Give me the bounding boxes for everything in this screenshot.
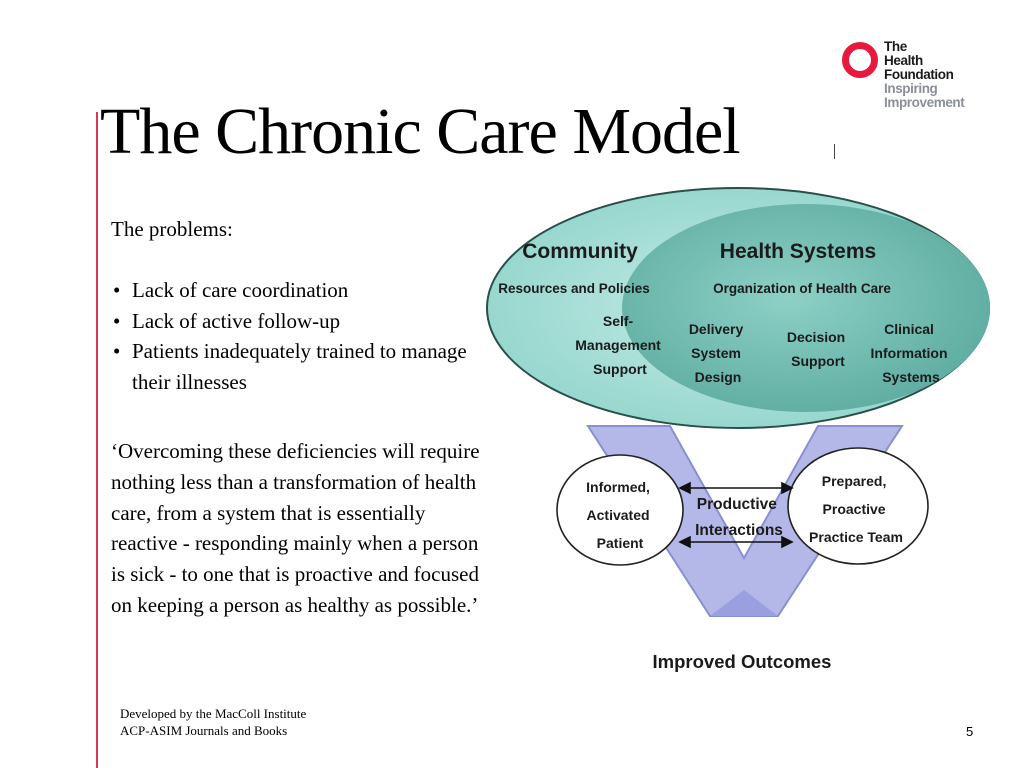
productive-interactions-label: Productive Interactions <box>695 496 783 539</box>
page-number: 5 <box>966 724 974 739</box>
slide-title: The Chronic Care Model <box>100 95 741 168</box>
practice-team-ellipse <box>787 447 929 565</box>
health-systems-label: Health Systems <box>720 240 876 263</box>
resources-policies-label: Resources and Policies <box>498 281 650 296</box>
practice-team-label: Prepared, Proactive Practice Team <box>809 473 903 545</box>
logo-text: The Health Foundation Inspiring Improvem… <box>884 39 965 110</box>
problem-item: Lack of active follow-up <box>111 306 491 337</box>
interaction-arrows <box>678 481 794 549</box>
logo-line-4: Inspiring <box>884 81 938 96</box>
problems-heading: The problems: <box>111 217 233 241</box>
clinical-information-label: Clinical Information Systems <box>871 321 952 385</box>
quote-text: ‘Overcoming these deficiencies will requ… <box>111 438 480 617</box>
title-tick-mark <box>834 144 835 159</box>
logo-line-2: Health <box>884 53 923 68</box>
accent-line <box>96 112 98 768</box>
logo-line-1: The <box>884 39 907 54</box>
problem-item: Patients inadequately trained to manage … <box>111 336 491 398</box>
patient-ellipse <box>556 454 684 566</box>
chronic-care-model-diagram: Community Health Systems Resources and P… <box>486 187 990 672</box>
self-management-label: Self- Management Support <box>575 313 664 377</box>
health-foundation-logo: The Health Foundation Inspiring Improvem… <box>842 40 992 112</box>
downward-arrow-shade <box>710 590 778 616</box>
logo-line-3: Foundation <box>884 67 954 82</box>
problem-item: Lack of care coordination <box>111 275 491 306</box>
footer-line-1: Developed by the MacColl Institute <box>120 706 307 721</box>
logo-line-5: Improvement <box>884 95 965 110</box>
footer-line-2: ACP-ASIM Journals and Books <box>120 723 288 738</box>
decision-support-label: Decision Support <box>787 329 849 369</box>
footer-credit: Developed by the MacColl Institute ACP-A… <box>120 705 306 739</box>
problems-list: Lack of care coordination Lack of active… <box>111 275 491 398</box>
delivery-system-label: Delivery System Design <box>689 321 747 385</box>
health-systems-ellipse <box>622 204 990 412</box>
problems-section: The problems: Lack of care coordination … <box>111 214 491 642</box>
improved-outcomes-label: Improved Outcomes <box>653 651 832 672</box>
community-label: Community <box>522 240 638 263</box>
logo-ring-icon <box>842 42 878 78</box>
patient-label: Informed, Activated Patient <box>586 479 654 551</box>
organization-label: Organization of Health Care <box>713 281 891 296</box>
